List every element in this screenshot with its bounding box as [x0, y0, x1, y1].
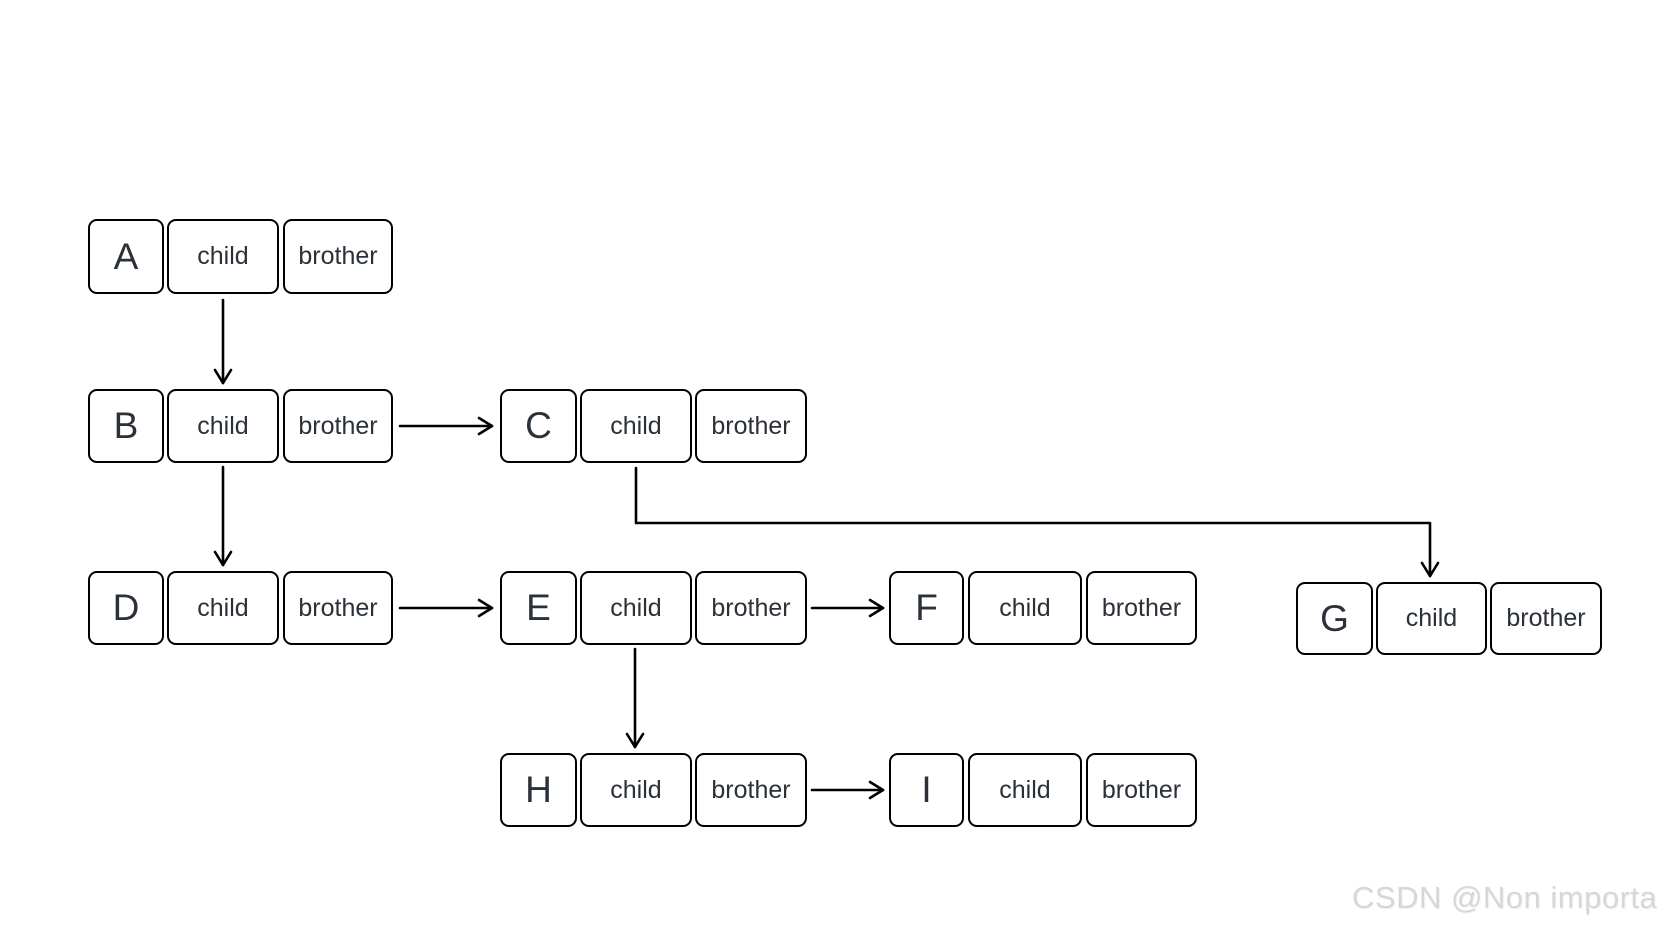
node-D-name-cell: D: [88, 571, 164, 645]
connector-C-child-to-G: [634, 466, 1440, 578]
connector-E-child-to-H: [625, 647, 645, 749]
node-G-brother-pointer-cell: brother: [1490, 582, 1602, 655]
node-C-brother-pointer-cell: brother: [695, 389, 807, 463]
node-A-child-pointer-cell: child: [167, 219, 279, 294]
node-H-brother-pointer-cell: brother: [695, 753, 807, 827]
node-C-name-cell: C: [500, 389, 577, 463]
node-E-child-pointer-cell: child: [580, 571, 692, 645]
node-I-brother-pointer-cell: brother: [1086, 753, 1197, 827]
connector-E-brother-to-F: [810, 598, 885, 618]
node-D-brother-pointer-cell: brother: [283, 571, 393, 645]
arrowhead-icon: [477, 598, 494, 618]
node-A-name-cell: A: [88, 219, 164, 294]
connector-A-child-to-B: [213, 298, 233, 385]
arrowhead-icon: [213, 550, 233, 567]
node-I-name-cell: I: [889, 753, 964, 827]
arrowhead-icon: [868, 780, 885, 800]
connector-line: [634, 466, 1432, 578]
arrowhead-icon: [625, 732, 645, 749]
node-B-brother-pointer-cell: brother: [283, 389, 393, 463]
node-F-name-cell: F: [889, 571, 964, 645]
connector-B-child-to-D: [213, 465, 233, 567]
node-E-brother-pointer-cell: brother: [695, 571, 807, 645]
node-H-name-cell: H: [500, 753, 577, 827]
node-E-name-cell: E: [500, 571, 577, 645]
node-B-child-pointer-cell: child: [167, 389, 279, 463]
node-G-name-cell: G: [1296, 582, 1373, 655]
node-B-name-cell: B: [88, 389, 164, 463]
connector-B-brother-to-C: [398, 416, 494, 436]
node-A-brother-pointer-cell: brother: [283, 219, 393, 294]
arrowhead-icon: [1420, 561, 1440, 578]
node-D-child-pointer-cell: child: [167, 571, 279, 645]
connector-D-brother-to-E: [398, 598, 494, 618]
node-G-child-pointer-cell: child: [1376, 582, 1487, 655]
arrowhead-icon: [213, 368, 233, 385]
node-F-child-pointer-cell: child: [968, 571, 1082, 645]
connector-H-brother-to-I: [810, 780, 885, 800]
node-H-child-pointer-cell: child: [580, 753, 692, 827]
arrowhead-icon: [477, 416, 494, 436]
arrowhead-icon: [868, 598, 885, 618]
node-I-child-pointer-cell: child: [968, 753, 1082, 827]
watermark: CSDN @Non importa: [1352, 880, 1657, 915]
node-F-brother-pointer-cell: brother: [1086, 571, 1197, 645]
node-C-child-pointer-cell: child: [580, 389, 692, 463]
